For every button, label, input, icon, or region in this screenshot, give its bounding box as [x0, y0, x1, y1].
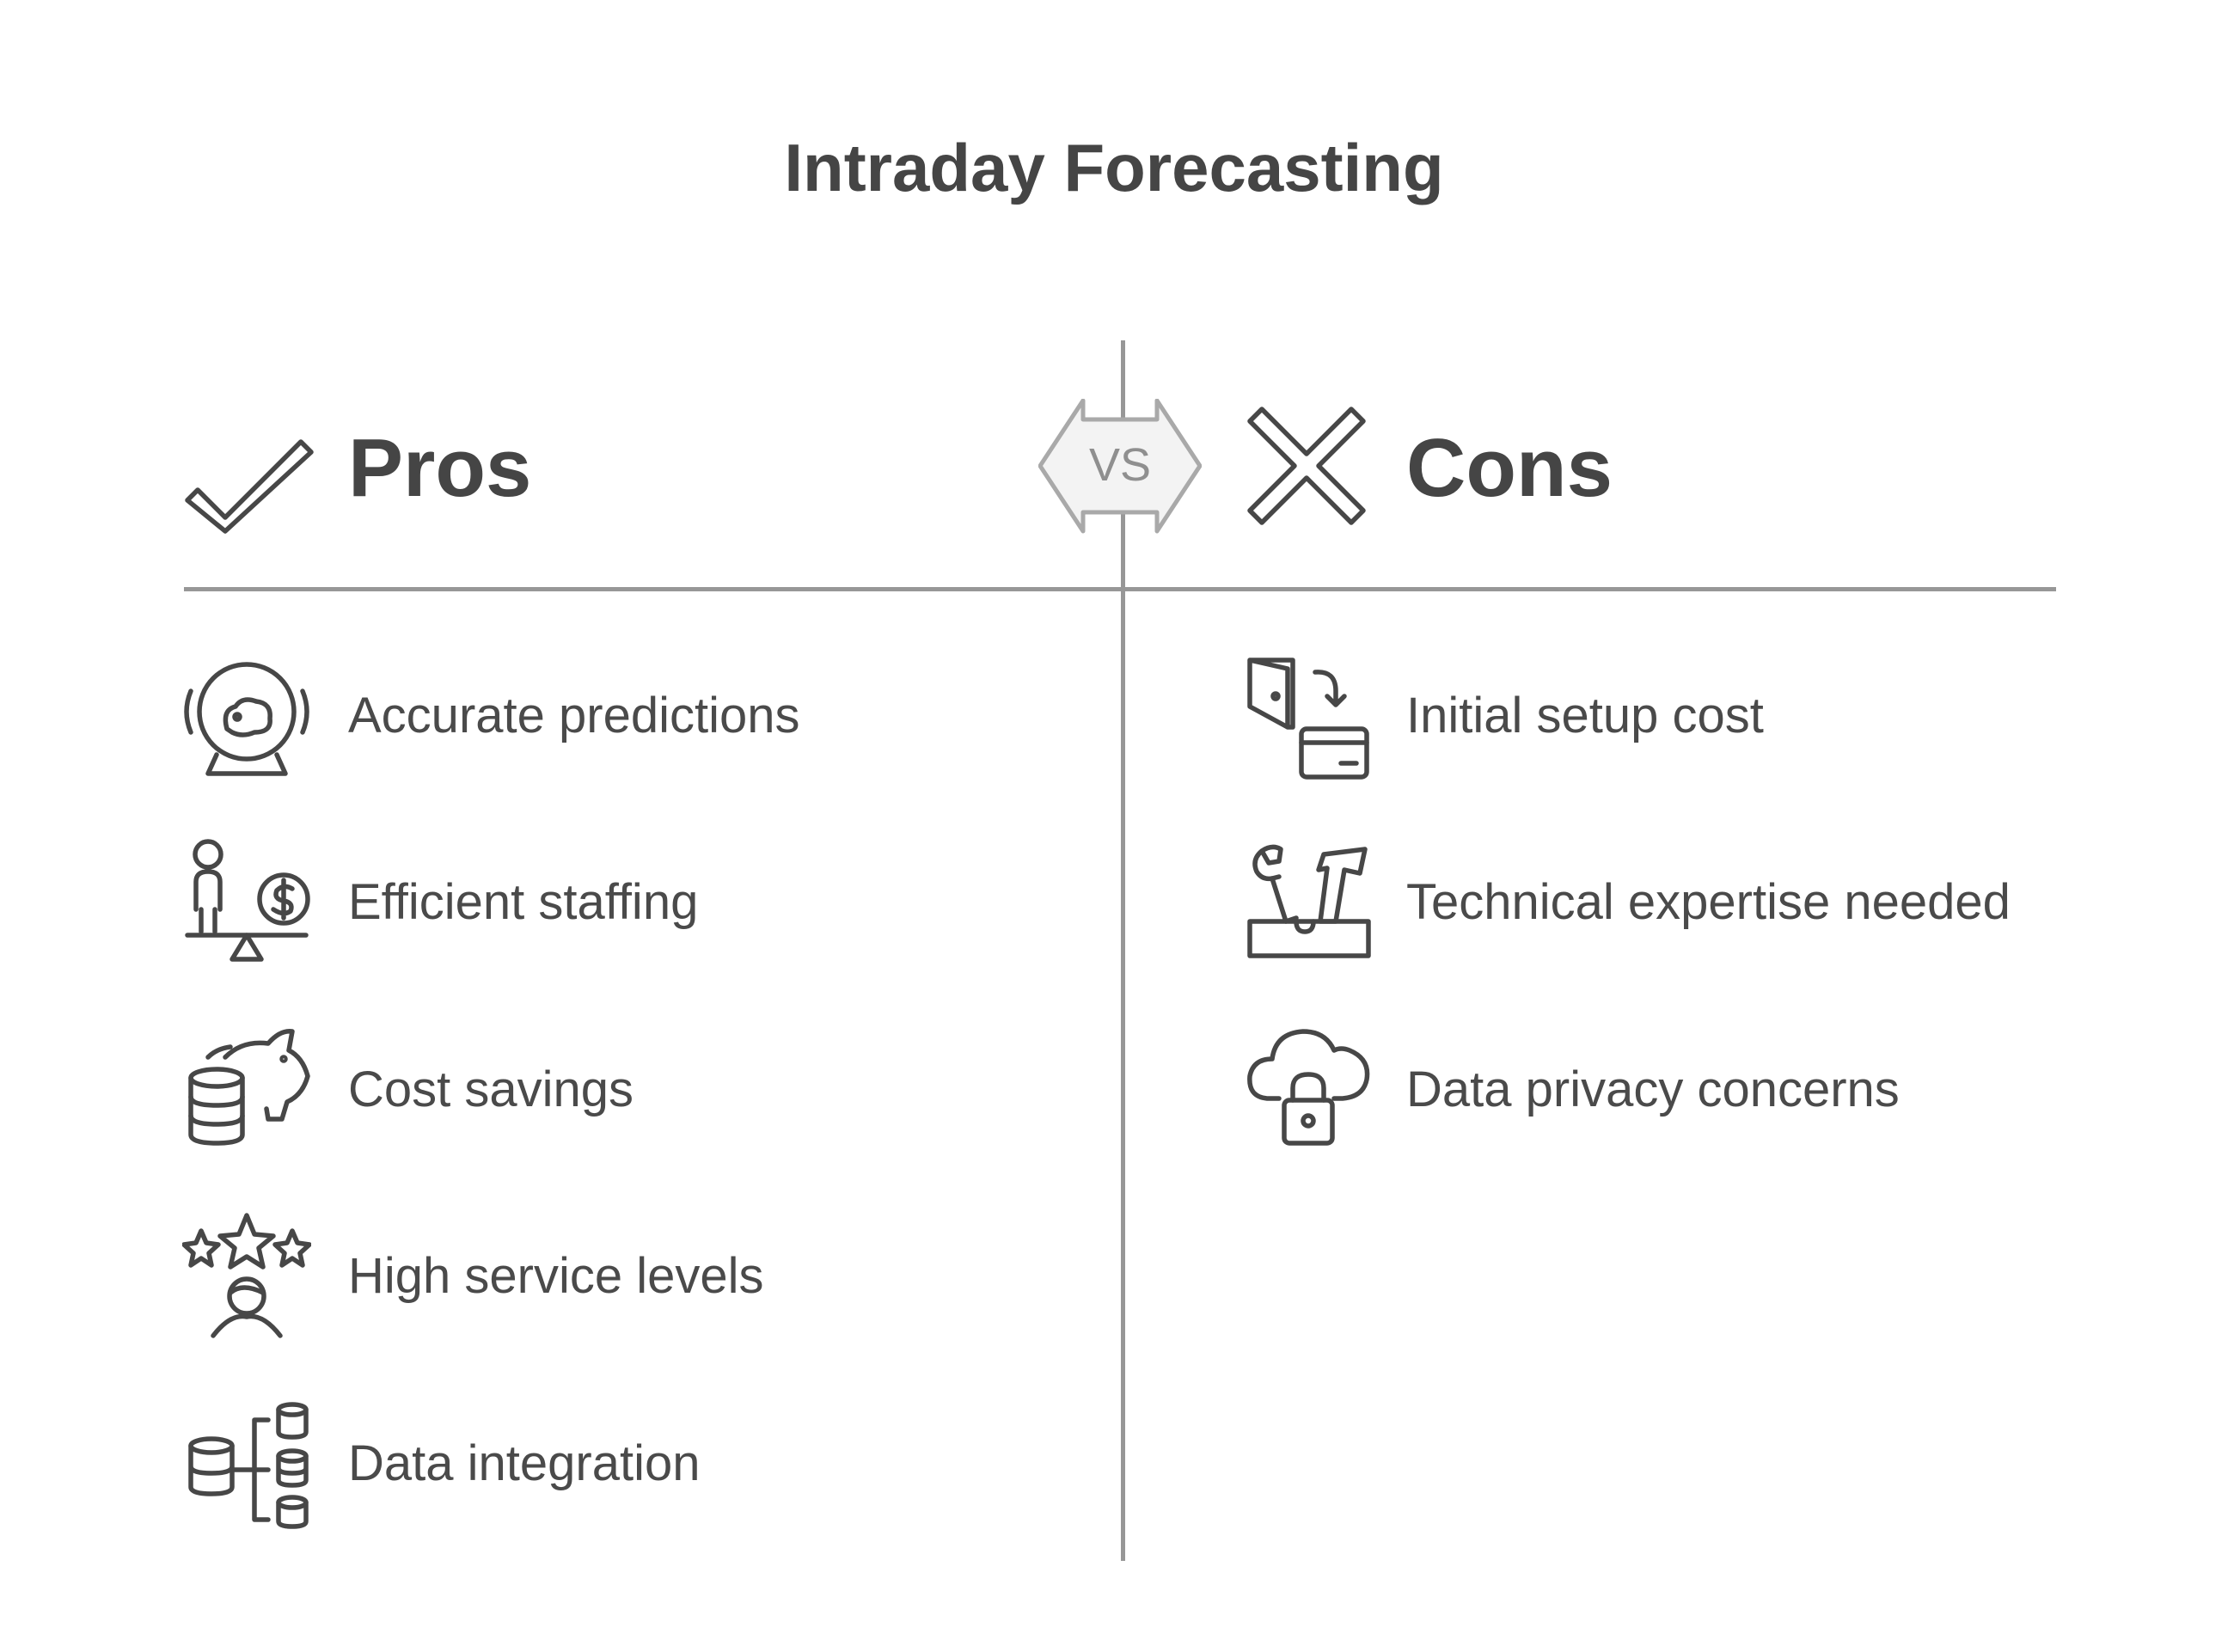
pros-item-label: Cost savings — [348, 1062, 634, 1117]
horizontal-divider — [184, 587, 2056, 591]
stars-person-icon — [182, 1210, 311, 1339]
check-icon — [182, 418, 316, 535]
cons-item-label: Technical expertise needed — [1406, 874, 2011, 930]
cons-heading: Cons — [1406, 422, 1613, 514]
database-network-icon — [182, 1401, 311, 1530]
pros-heading: Pros — [348, 422, 532, 514]
cons-item-label: Initial setup cost — [1406, 688, 1764, 743]
pros-item-label: Efficient staffing — [348, 874, 699, 930]
vs-badge: VS — [1038, 399, 1202, 536]
piggy-bank-coins-icon — [182, 1023, 311, 1152]
cross-icon — [1245, 404, 1368, 529]
pros-item-label: Accurate predictions — [348, 688, 800, 743]
page-title: Intraday Forecasting — [784, 130, 1444, 205]
cloud-lock-icon — [1245, 1023, 1374, 1152]
vs-label: VS — [1088, 439, 1152, 491]
balance-person-dollar-icon — [182, 839, 311, 968]
pros-item-label: Data integration — [348, 1435, 701, 1491]
pros-item-label: High service levels — [348, 1248, 764, 1304]
vertical-divider — [1121, 340, 1125, 1561]
toolbox-icon — [1245, 839, 1374, 968]
crystal-ball-icon — [182, 653, 311, 782]
cons-item-label: Data privacy concerns — [1406, 1062, 1900, 1117]
wallet-card-icon — [1245, 653, 1374, 782]
